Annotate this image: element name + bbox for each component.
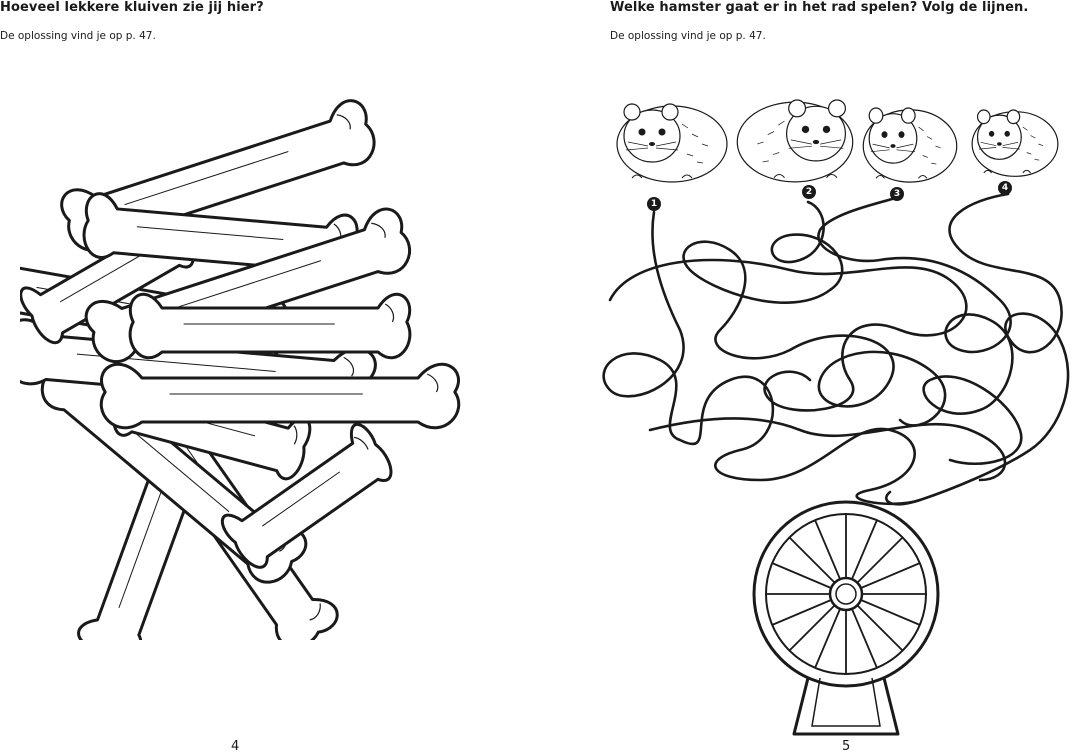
right-page: Welke hamster gaat er in het rad spelen?… xyxy=(540,0,1080,756)
maze-line-extra-1 xyxy=(610,260,966,410)
solution-hint: De oplossing vind je op p. 47. xyxy=(610,30,766,42)
puzzle-question: Hoeveel lekkere kluiven zie jij hier? xyxy=(0,0,264,15)
start-marker-1: 1 xyxy=(647,197,661,211)
tangled-lines-maze xyxy=(590,180,1080,520)
page-number: 4 xyxy=(231,739,240,754)
hamster-icon-2 xyxy=(736,99,854,183)
maze-line-4 xyxy=(886,194,1068,504)
hamster-wheel-icon xyxy=(740,498,960,738)
hamster-icon-1 xyxy=(616,103,728,183)
page-number: 5 xyxy=(842,739,851,754)
maze-line-1 xyxy=(604,212,920,504)
bone-pile-icon xyxy=(20,95,461,640)
hamster-icon-3 xyxy=(862,107,958,183)
solution-hint: De oplossing vind je op p. 47. xyxy=(0,30,156,42)
hamster-icon-4 xyxy=(971,109,1059,177)
start-marker-4: 4 xyxy=(998,181,1012,195)
maze-line-2 xyxy=(684,202,946,425)
puzzle-question: Welke hamster gaat er in het rad spelen?… xyxy=(610,0,1029,15)
start-marker-2: 2 xyxy=(802,185,816,199)
maze-line-3 xyxy=(818,198,1021,464)
left-page: Hoeveel lekkere kluiven zie jij hier? De… xyxy=(0,0,461,754)
maze-line-extra-2 xyxy=(650,418,1005,480)
